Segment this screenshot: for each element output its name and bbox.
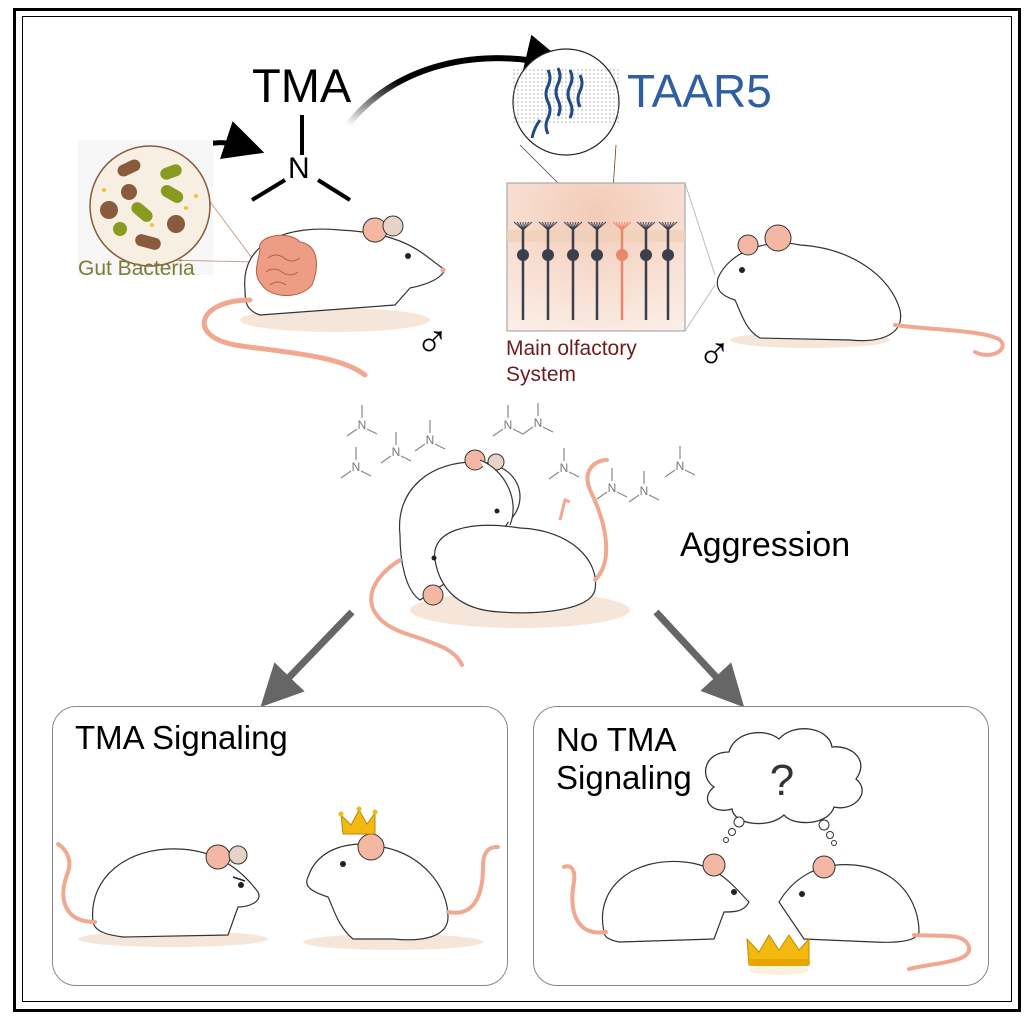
- rat-tail: [201, 297, 368, 378]
- panel-title: TMA Signaling: [75, 719, 288, 756]
- olfactory-neuron: [636, 221, 656, 320]
- bond-right: [316, 178, 352, 202]
- arrow-to-tma-signaling: [260, 609, 355, 708]
- rat-producer: [201, 215, 446, 378]
- svg-text:N: N: [426, 433, 435, 447]
- rat-right: [778, 855, 972, 971]
- olfactory-epithelium-box: [506, 182, 716, 332]
- outer-frame: [13, 8, 1021, 1012]
- olfactory-neuron-active: [612, 221, 632, 320]
- bond-left: [250, 178, 287, 202]
- bacterium-rod-green: [160, 164, 182, 180]
- panel-illustration: [56, 806, 500, 950]
- tma-molecule: N: [340, 447, 372, 479]
- rat-tail: [893, 323, 1005, 357]
- arrow-tma-to-receptor: [345, 34, 573, 127]
- gut-bacteria-magnifier: [78, 140, 256, 275]
- taar5-receptor-magnifier: [512, 48, 620, 236]
- svg-text:N: N: [352, 460, 361, 474]
- gut-intestine: [255, 234, 317, 296]
- rats-fighting: [369, 449, 630, 667]
- panel-title: No TMA Signaling: [556, 721, 692, 796]
- tma-molecule: N: [664, 446, 696, 478]
- panel-tma-signaling: TMA Signaling: [52, 706, 508, 986]
- arrow-to-no-tma-signaling: [653, 609, 745, 708]
- svg-text:N: N: [560, 461, 569, 475]
- thought-cloud-icon: [705, 728, 863, 846]
- olfactory-neurons: [513, 221, 678, 320]
- male-symbol-icon: ♂: [697, 327, 732, 379]
- olfactory-neuron: [513, 221, 533, 320]
- tma-molecule: N: [346, 405, 378, 437]
- tma-molecule-cloud: N N N N N N N N N N: [340, 403, 696, 503]
- bacterium-coccus: [121, 184, 137, 200]
- taar5-label: TAAR5: [627, 65, 772, 117]
- tma-molecule: N: [492, 405, 524, 437]
- rat-dominant: [303, 806, 500, 950]
- rat-receiver: [716, 224, 1005, 357]
- male-symbol-icon: ♂: [415, 315, 450, 367]
- tma-structure: [250, 115, 352, 202]
- tma-molecule: N: [522, 403, 554, 435]
- tma-molecule: N: [548, 448, 580, 480]
- tma-molecule: N: [628, 471, 660, 503]
- svg-text:N: N: [534, 416, 543, 430]
- rat-subordinate: [56, 842, 268, 947]
- svg-text:N: N: [358, 418, 367, 432]
- protein-helices: [530, 67, 584, 139]
- tma-molecule: N: [380, 432, 412, 464]
- svg-text:N: N: [504, 418, 513, 432]
- olfactory-neuron: [658, 221, 678, 320]
- crown-icon: [338, 806, 378, 835]
- tma-molecule: N: [596, 468, 628, 500]
- panel-no-tma-signaling: No TMA Signaling ?: [533, 706, 989, 986]
- question-mark: ?: [770, 756, 794, 805]
- olfactory-neuron: [538, 221, 558, 320]
- svg-text:N: N: [640, 484, 649, 498]
- svg-text:N: N: [608, 481, 617, 495]
- nitrogen-atom-label: N: [288, 152, 310, 185]
- panel-illustration: ?: [562, 728, 972, 975]
- tma-label: TMA: [252, 59, 352, 112]
- rat-left: [562, 853, 750, 943]
- svg-text:N: N: [392, 445, 401, 459]
- olfactory-neuron: [587, 221, 607, 320]
- inner-frame: [22, 16, 1012, 1002]
- tma-molecule: N: [414, 420, 446, 452]
- main-olfactory-system-label: Main olfactory System: [506, 337, 637, 386]
- gut-bacteria-label: Gut Bacteria: [78, 257, 195, 280]
- olfactory-neuron: [563, 221, 583, 320]
- bacterium-rod-brown: [117, 159, 141, 177]
- aggression-label: Aggression: [680, 526, 851, 564]
- svg-text:N: N: [676, 459, 685, 473]
- crown-icon: [746, 934, 810, 975]
